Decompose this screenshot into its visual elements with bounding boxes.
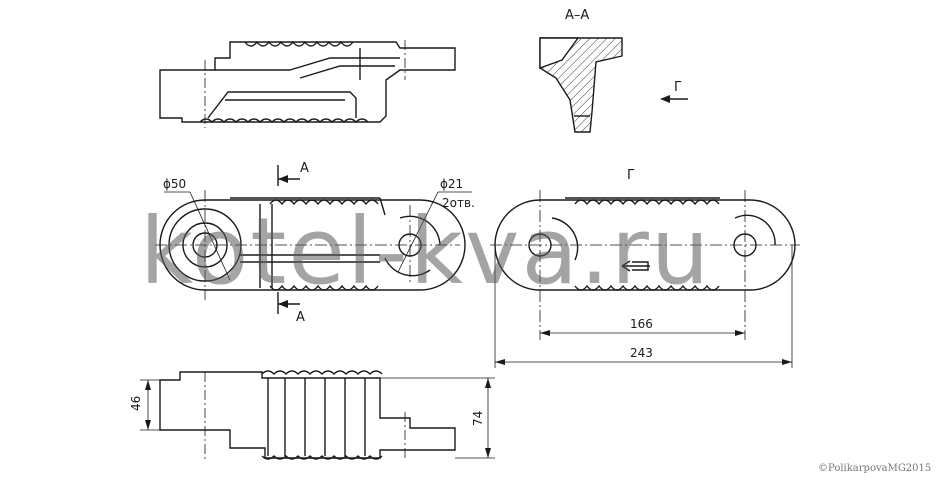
dim-46: 46 (129, 396, 143, 411)
dim-74: 74 (471, 411, 485, 426)
plan-view-left: А А ϕ50 ϕ21 2отв. (155, 161, 475, 325)
view-arrow-label: Г (674, 80, 682, 95)
view-g-title: Г (627, 168, 635, 183)
copyright-text: ©PolikarpovaMG2015 (818, 463, 931, 474)
top-elevation-view (159, 40, 456, 128)
section-title: А–А (565, 8, 589, 23)
callout-d21: ϕ21 (440, 177, 463, 191)
dim-166: 166 (630, 317, 653, 331)
view-g-right: Г 166 243 (490, 168, 800, 368)
bottom-view: 46 74 (129, 370, 495, 460)
section-marker-bottom: А (296, 310, 305, 325)
watermark-text: kotel-kva.ru (140, 198, 711, 305)
section-marker-top: А (300, 161, 309, 176)
dim-243: 243 (630, 346, 653, 360)
callout-d50: ϕ50 (163, 177, 186, 191)
view-arrow-g: Г (660, 80, 688, 103)
callout-holes: 2отв. (442, 196, 475, 210)
section-a-a: А–А (539, 8, 623, 133)
